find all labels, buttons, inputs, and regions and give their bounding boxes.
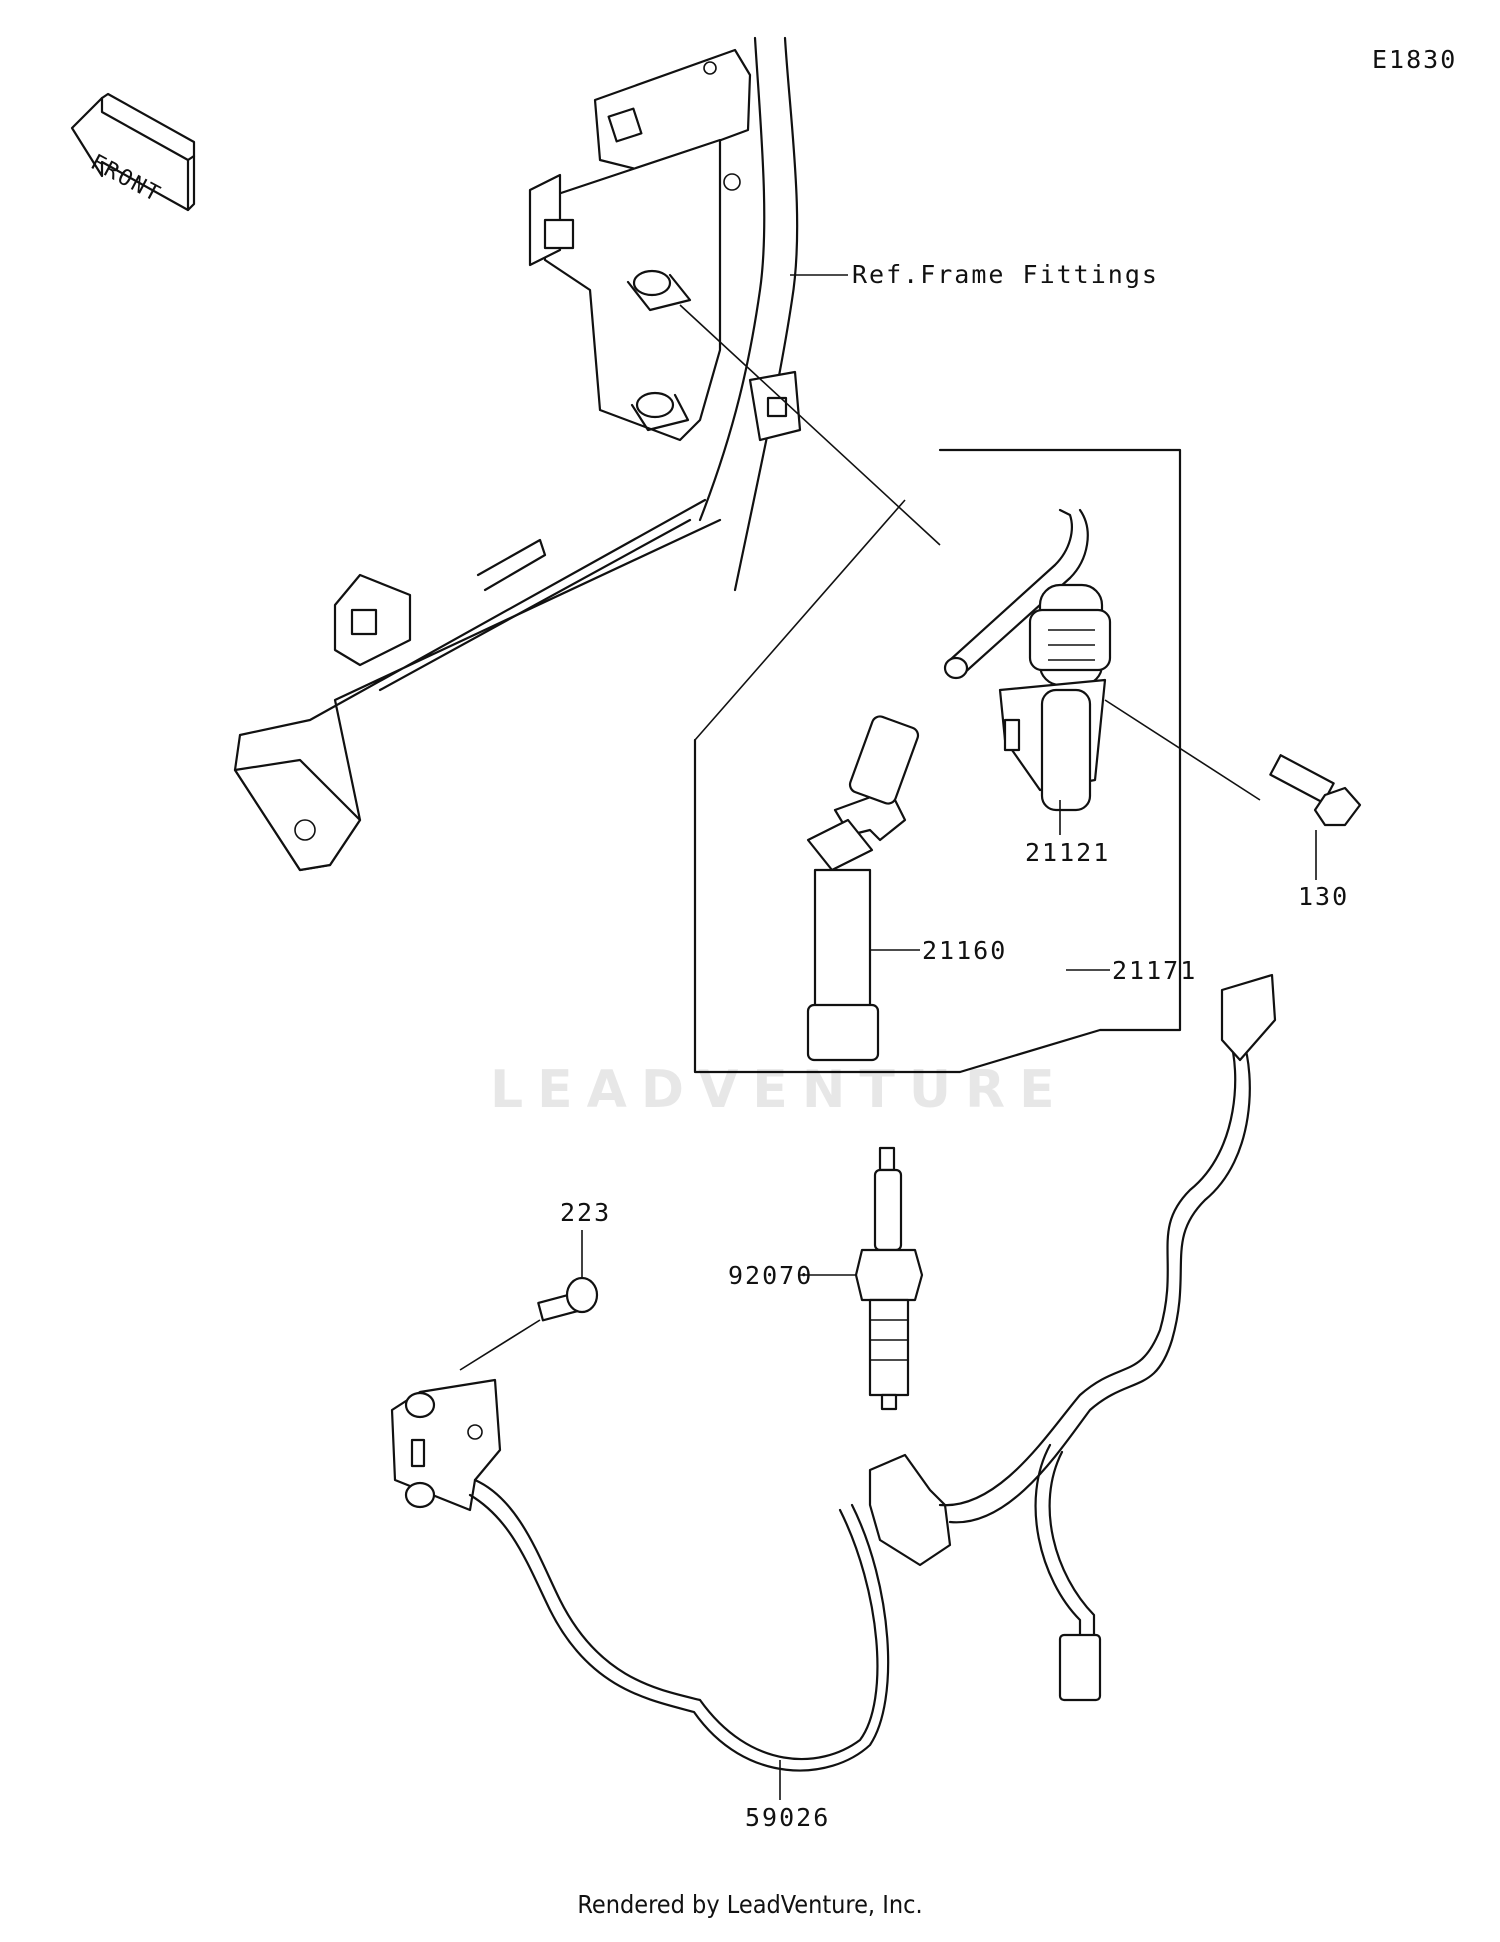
- screw-223-drawing: [537, 1276, 599, 1322]
- sensor-harness-drawing: [390, 973, 1277, 1772]
- front-arrow-icon: [70, 92, 196, 212]
- assembly-outline: [693, 448, 1182, 1074]
- callout-92070[interactable]: 92070: [728, 1261, 814, 1290]
- callout-21121[interactable]: 21121: [1025, 838, 1111, 867]
- diagram-code: E1830: [1372, 45, 1458, 74]
- callout-21171[interactable]: 21171: [1112, 956, 1198, 985]
- bolt-130-drawing: [1269, 754, 1362, 827]
- leader-lines: [459, 274, 1317, 1800]
- watermark: LEADVENTURE: [490, 1060, 1069, 1120]
- callout-59026[interactable]: 59026: [745, 1803, 831, 1832]
- plug-cap-drawing: [806, 715, 920, 1062]
- footer-credit: Rendered by LeadVenture, Inc.: [577, 1890, 923, 1919]
- frame-fittings-drawing: [233, 36, 802, 872]
- ignition-coil-drawing: [943, 508, 1112, 812]
- spark-plug-drawing: [854, 1146, 924, 1411]
- callout-223[interactable]: 223: [560, 1198, 612, 1227]
- callout-130[interactable]: 130: [1298, 882, 1350, 911]
- callout-21160[interactable]: 21160: [922, 936, 1008, 965]
- ref-frame-fittings-label: Ref.Frame Fittings: [852, 260, 1159, 289]
